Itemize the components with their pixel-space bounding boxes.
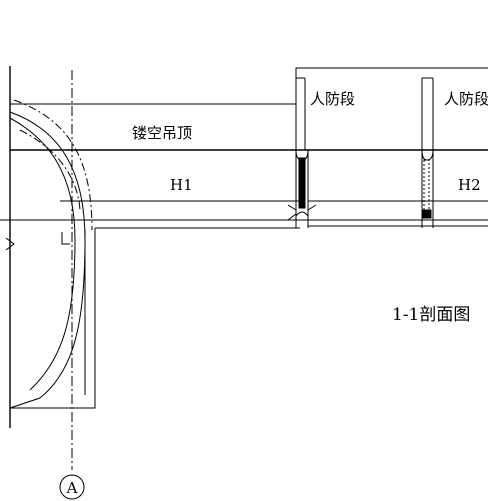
protective-door-right [423, 159, 430, 211]
civil-defense-label-left: 人防段 [310, 90, 355, 108]
axis-marker-label: A [66, 479, 78, 497]
section-title: 1-1剖面图 [392, 305, 470, 325]
corner-tick [61, 232, 70, 245]
protective-door-left [298, 157, 306, 209]
axis-marker-circle [59, 474, 85, 500]
height-label-h2: H2 [458, 176, 481, 194]
door-left-arrow-b [307, 204, 317, 211]
tunnel-curve-inner [9, 117, 76, 391]
door-left-arrow-a [287, 204, 297, 211]
height-label-h1: H1 [170, 176, 193, 194]
door-left-hinge-top [295, 149, 309, 161]
suspended-ceiling-label: 镂空吊顶 [132, 124, 192, 142]
civil-defense-box-left [295, 67, 488, 150]
wall-break-mark [5, 237, 15, 251]
door-left-arrow-c [287, 213, 297, 221]
door-left-hinge-bottom [295, 211, 309, 217]
door-right-hinge-top [421, 149, 434, 161]
door-right-sill [422, 209, 432, 219]
tunnel-curve-outer [9, 111, 86, 409]
axis-curve-dashed [13, 99, 93, 231]
civil-defense-label-right: 人防段 [444, 90, 488, 108]
left-column [10, 228, 96, 409]
